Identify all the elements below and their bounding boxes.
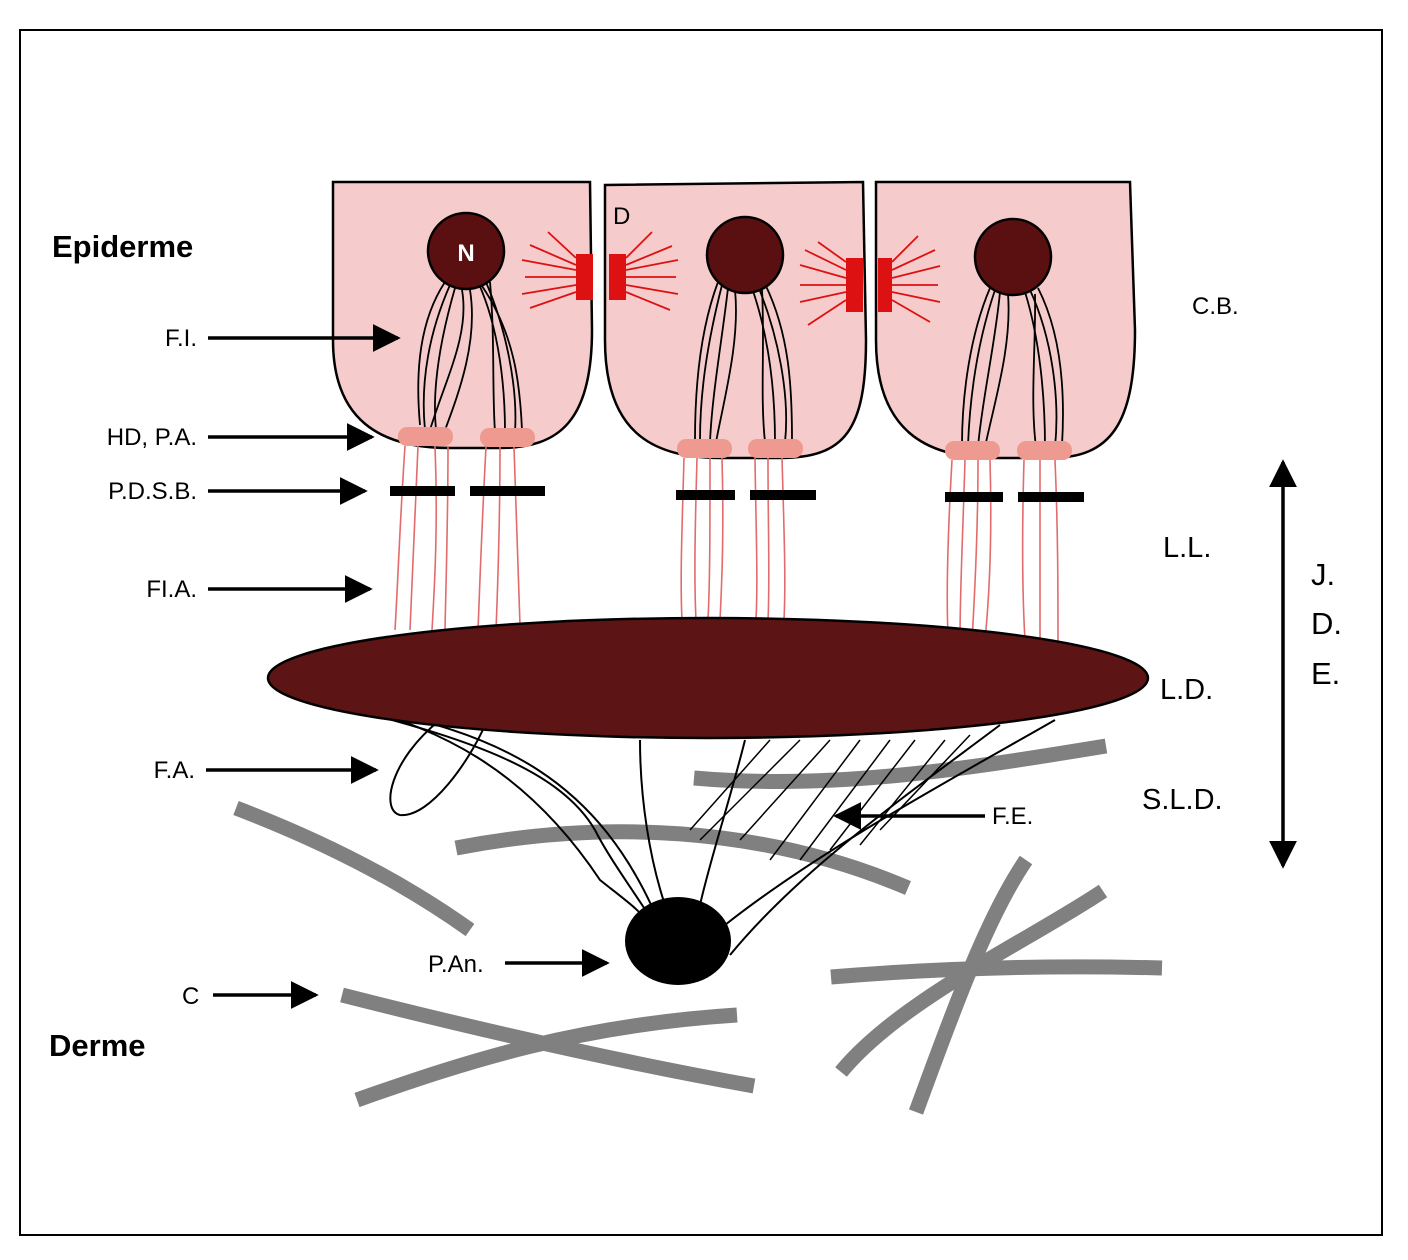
label-jde-j: J.	[1311, 557, 1335, 592]
label-lamina-lucida: L.L.	[1163, 532, 1211, 564]
collagen-fibers	[233, 738, 1163, 1115]
desmosome-plaque	[609, 254, 626, 300]
label-epidermis: Epiderme	[52, 229, 193, 264]
intermediate-filaments	[417, 279, 1064, 448]
hemidesmosome	[677, 439, 732, 458]
anchoring-fibril	[729, 724, 1001, 956]
anchoring-fibril-loop	[389, 719, 486, 817]
dense-plate	[1018, 492, 1084, 502]
label-sub-basal-dense-plate: P.D.S.B.	[108, 478, 197, 505]
hemidesmosome	[748, 439, 803, 458]
sub-basal-dense-plates	[390, 486, 1084, 502]
desmosome-plaque	[878, 258, 892, 312]
label-jde-e: E.	[1311, 656, 1340, 691]
label-dermis: Derme	[49, 1028, 146, 1063]
anchoring-fibril	[699, 739, 746, 906]
label-desmosome: D	[613, 203, 630, 230]
label-elastic-fibers: F.E.	[992, 803, 1033, 830]
hemidesmosome	[480, 428, 535, 447]
collagen-fiber	[233, 800, 475, 937]
nuclei	[426, 211, 1053, 297]
label-sub-lamina-densa: S.L.D.	[1142, 784, 1223, 816]
label-hemidesmosome: HD, P.A.	[107, 424, 197, 451]
desmosome-plaque	[576, 254, 593, 300]
label-intermediate-filaments: F.I.	[165, 325, 197, 352]
dense-plate	[470, 486, 545, 496]
hemidesmosomes	[398, 427, 1072, 460]
collagen-fiber	[830, 959, 1163, 985]
hemidesmosome	[398, 427, 453, 446]
desmosomes	[521, 231, 941, 326]
dense-plate	[390, 486, 455, 496]
collagen-fiber	[693, 738, 1108, 790]
pointer-arrows	[206, 324, 985, 1009]
nucleus	[705, 215, 785, 295]
label-anchoring-fibrils: F.A.	[154, 757, 195, 784]
lamina-densa	[266, 616, 1150, 740]
anchoring-fibril	[354, 709, 656, 926]
label-lamina-densa: L.D.	[1160, 674, 1213, 706]
anchoring-filaments	[394, 445, 1059, 646]
anchoring-fibril	[369, 709, 651, 926]
collagen-fiber	[835, 884, 1108, 1077]
label-basal-cells: C.B.	[1192, 293, 1239, 320]
label-anchoring-plaque: P.An.	[428, 951, 484, 978]
nucleus	[973, 217, 1053, 297]
anchoring-plaque	[625, 897, 731, 985]
dense-plate	[676, 490, 735, 500]
anchoring-fibril	[639, 739, 666, 906]
hemidesmosome	[945, 441, 1000, 460]
collagen-fiber	[354, 1007, 738, 1108]
elastic-fibers	[689, 734, 971, 861]
anchoring-fibrils	[344, 704, 1056, 956]
label-nucleus: N	[457, 240, 474, 267]
dense-plate	[945, 492, 1003, 502]
label-collagen: C	[182, 983, 199, 1010]
hemidesmosome	[1017, 441, 1072, 460]
label-jde-d: D.	[1311, 606, 1342, 641]
nucleus	[426, 211, 506, 291]
dense-plate	[750, 490, 816, 500]
label-anchoring-filaments: FI.A.	[146, 576, 197, 603]
collagen-fiber	[454, 824, 911, 895]
desmosome-plaque	[846, 258, 863, 312]
